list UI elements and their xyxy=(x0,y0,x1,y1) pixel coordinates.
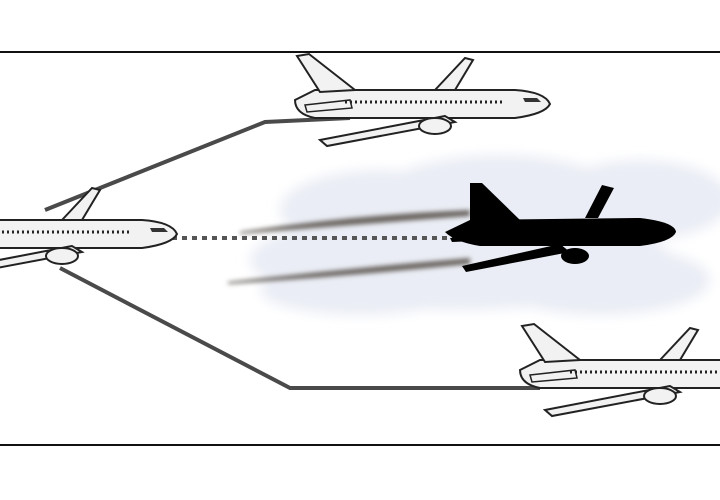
airplane-icon-top xyxy=(293,52,552,148)
path-line-lower xyxy=(59,266,540,390)
airplane-silhouette-icon xyxy=(445,183,676,272)
airplane-icon-left xyxy=(0,182,179,278)
path-line-upper xyxy=(44,116,351,212)
contrail-icon xyxy=(228,210,470,284)
airplane-icon-bottom xyxy=(518,322,720,418)
